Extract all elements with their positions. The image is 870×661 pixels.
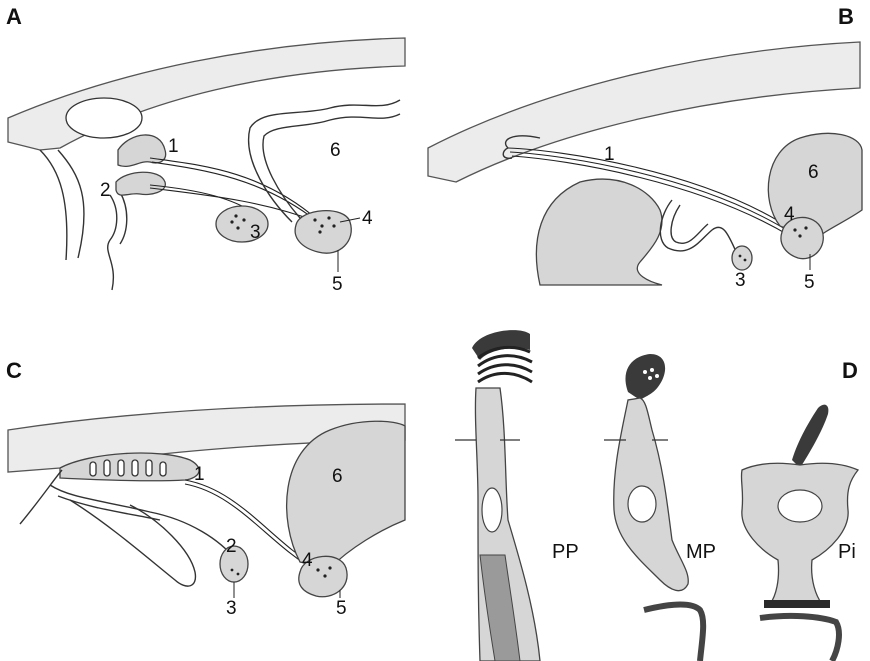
panel-a-ganglion-4 bbox=[295, 211, 351, 254]
cell-pp-lamellae bbox=[478, 347, 532, 382]
panel-b-label-3: 3 bbox=[735, 270, 746, 291]
panel-b: B 1 3 4 5 6 bbox=[428, 4, 862, 293]
panel-a-label-1: 1 bbox=[168, 136, 179, 157]
panel-a-pineal-vesicle bbox=[118, 135, 166, 166]
panel-a-structure-6-inner bbox=[263, 114, 400, 218]
cell-pp-label: PP bbox=[552, 541, 579, 563]
panel-c-label-2: 2 bbox=[226, 536, 237, 557]
panel-c-label-4: 4 bbox=[302, 550, 313, 571]
panel-c-label-1: 1 bbox=[194, 464, 205, 485]
cell-mp: MP bbox=[604, 354, 716, 661]
panel-a-brain-outline bbox=[40, 150, 84, 260]
panel-c-letter: C bbox=[6, 358, 22, 383]
cell-pp-nucleus bbox=[482, 488, 502, 532]
panel-b-stalk bbox=[660, 200, 740, 260]
panel-a-label-2: 2 bbox=[100, 180, 111, 201]
cell-pi-base bbox=[764, 600, 830, 608]
panel-b-label-6: 6 bbox=[808, 162, 819, 183]
panel-c-label-6: 6 bbox=[332, 466, 343, 487]
panel-d-letter: D bbox=[842, 358, 858, 383]
cell-pi: Pi bbox=[741, 405, 858, 661]
panel-b-label-4: 4 bbox=[784, 204, 795, 225]
panel-c-label-5: 5 bbox=[336, 598, 347, 619]
panel-c-lobe-outline bbox=[70, 500, 195, 586]
panel-a-parapineal-vesicle bbox=[116, 172, 165, 195]
cell-pi-axon-segment bbox=[760, 616, 839, 661]
cell-pi-cilium bbox=[792, 405, 828, 468]
cell-mp-label: MP bbox=[686, 541, 716, 563]
panel-d: D PP MP bbox=[455, 330, 858, 661]
panel-b-ganglion-3 bbox=[732, 246, 752, 270]
cell-pi-body bbox=[741, 463, 858, 604]
cell-mp-nucleus bbox=[628, 486, 656, 522]
cell-pi-label: Pi bbox=[838, 541, 856, 563]
panel-c-label-3: 3 bbox=[226, 598, 237, 619]
panel-b-label-5: 5 bbox=[804, 272, 815, 293]
panel-a-label-4: 4 bbox=[362, 208, 373, 229]
panel-a-label-6: 6 bbox=[330, 140, 341, 161]
panel-a-foramen bbox=[66, 98, 142, 138]
panel-a-letter: A bbox=[6, 4, 22, 29]
panel-a-label-3: 3 bbox=[250, 222, 261, 243]
panel-a: A 1 2 3 4 5 6 bbox=[6, 4, 405, 295]
panel-b-brain-lobe bbox=[536, 179, 662, 285]
panel-c: C 1 2 3 4 5 6 bbox=[6, 358, 405, 619]
panel-a-skull bbox=[8, 38, 405, 150]
panel-a-label-5: 5 bbox=[332, 274, 343, 295]
cell-mp-outer-segment bbox=[625, 354, 665, 400]
cell-mp-axon-segment bbox=[644, 605, 703, 661]
cell-pi-nucleus bbox=[778, 490, 822, 522]
cell-pp: PP bbox=[455, 330, 579, 661]
panel-b-label-1: 1 bbox=[604, 144, 615, 165]
panel-a-lower-outline bbox=[108, 192, 127, 290]
panel-b-letter: B bbox=[838, 4, 854, 29]
